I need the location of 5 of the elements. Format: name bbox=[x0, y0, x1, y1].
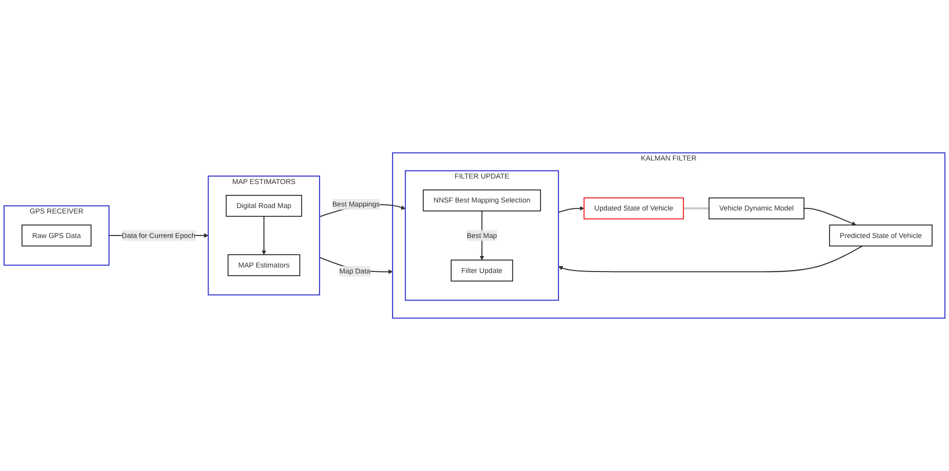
arrow bbox=[804, 208, 856, 226]
arrow bbox=[558, 206, 584, 213]
arrow bbox=[262, 216, 266, 255]
arrow bbox=[558, 246, 863, 272]
connector bbox=[683, 207, 709, 210]
